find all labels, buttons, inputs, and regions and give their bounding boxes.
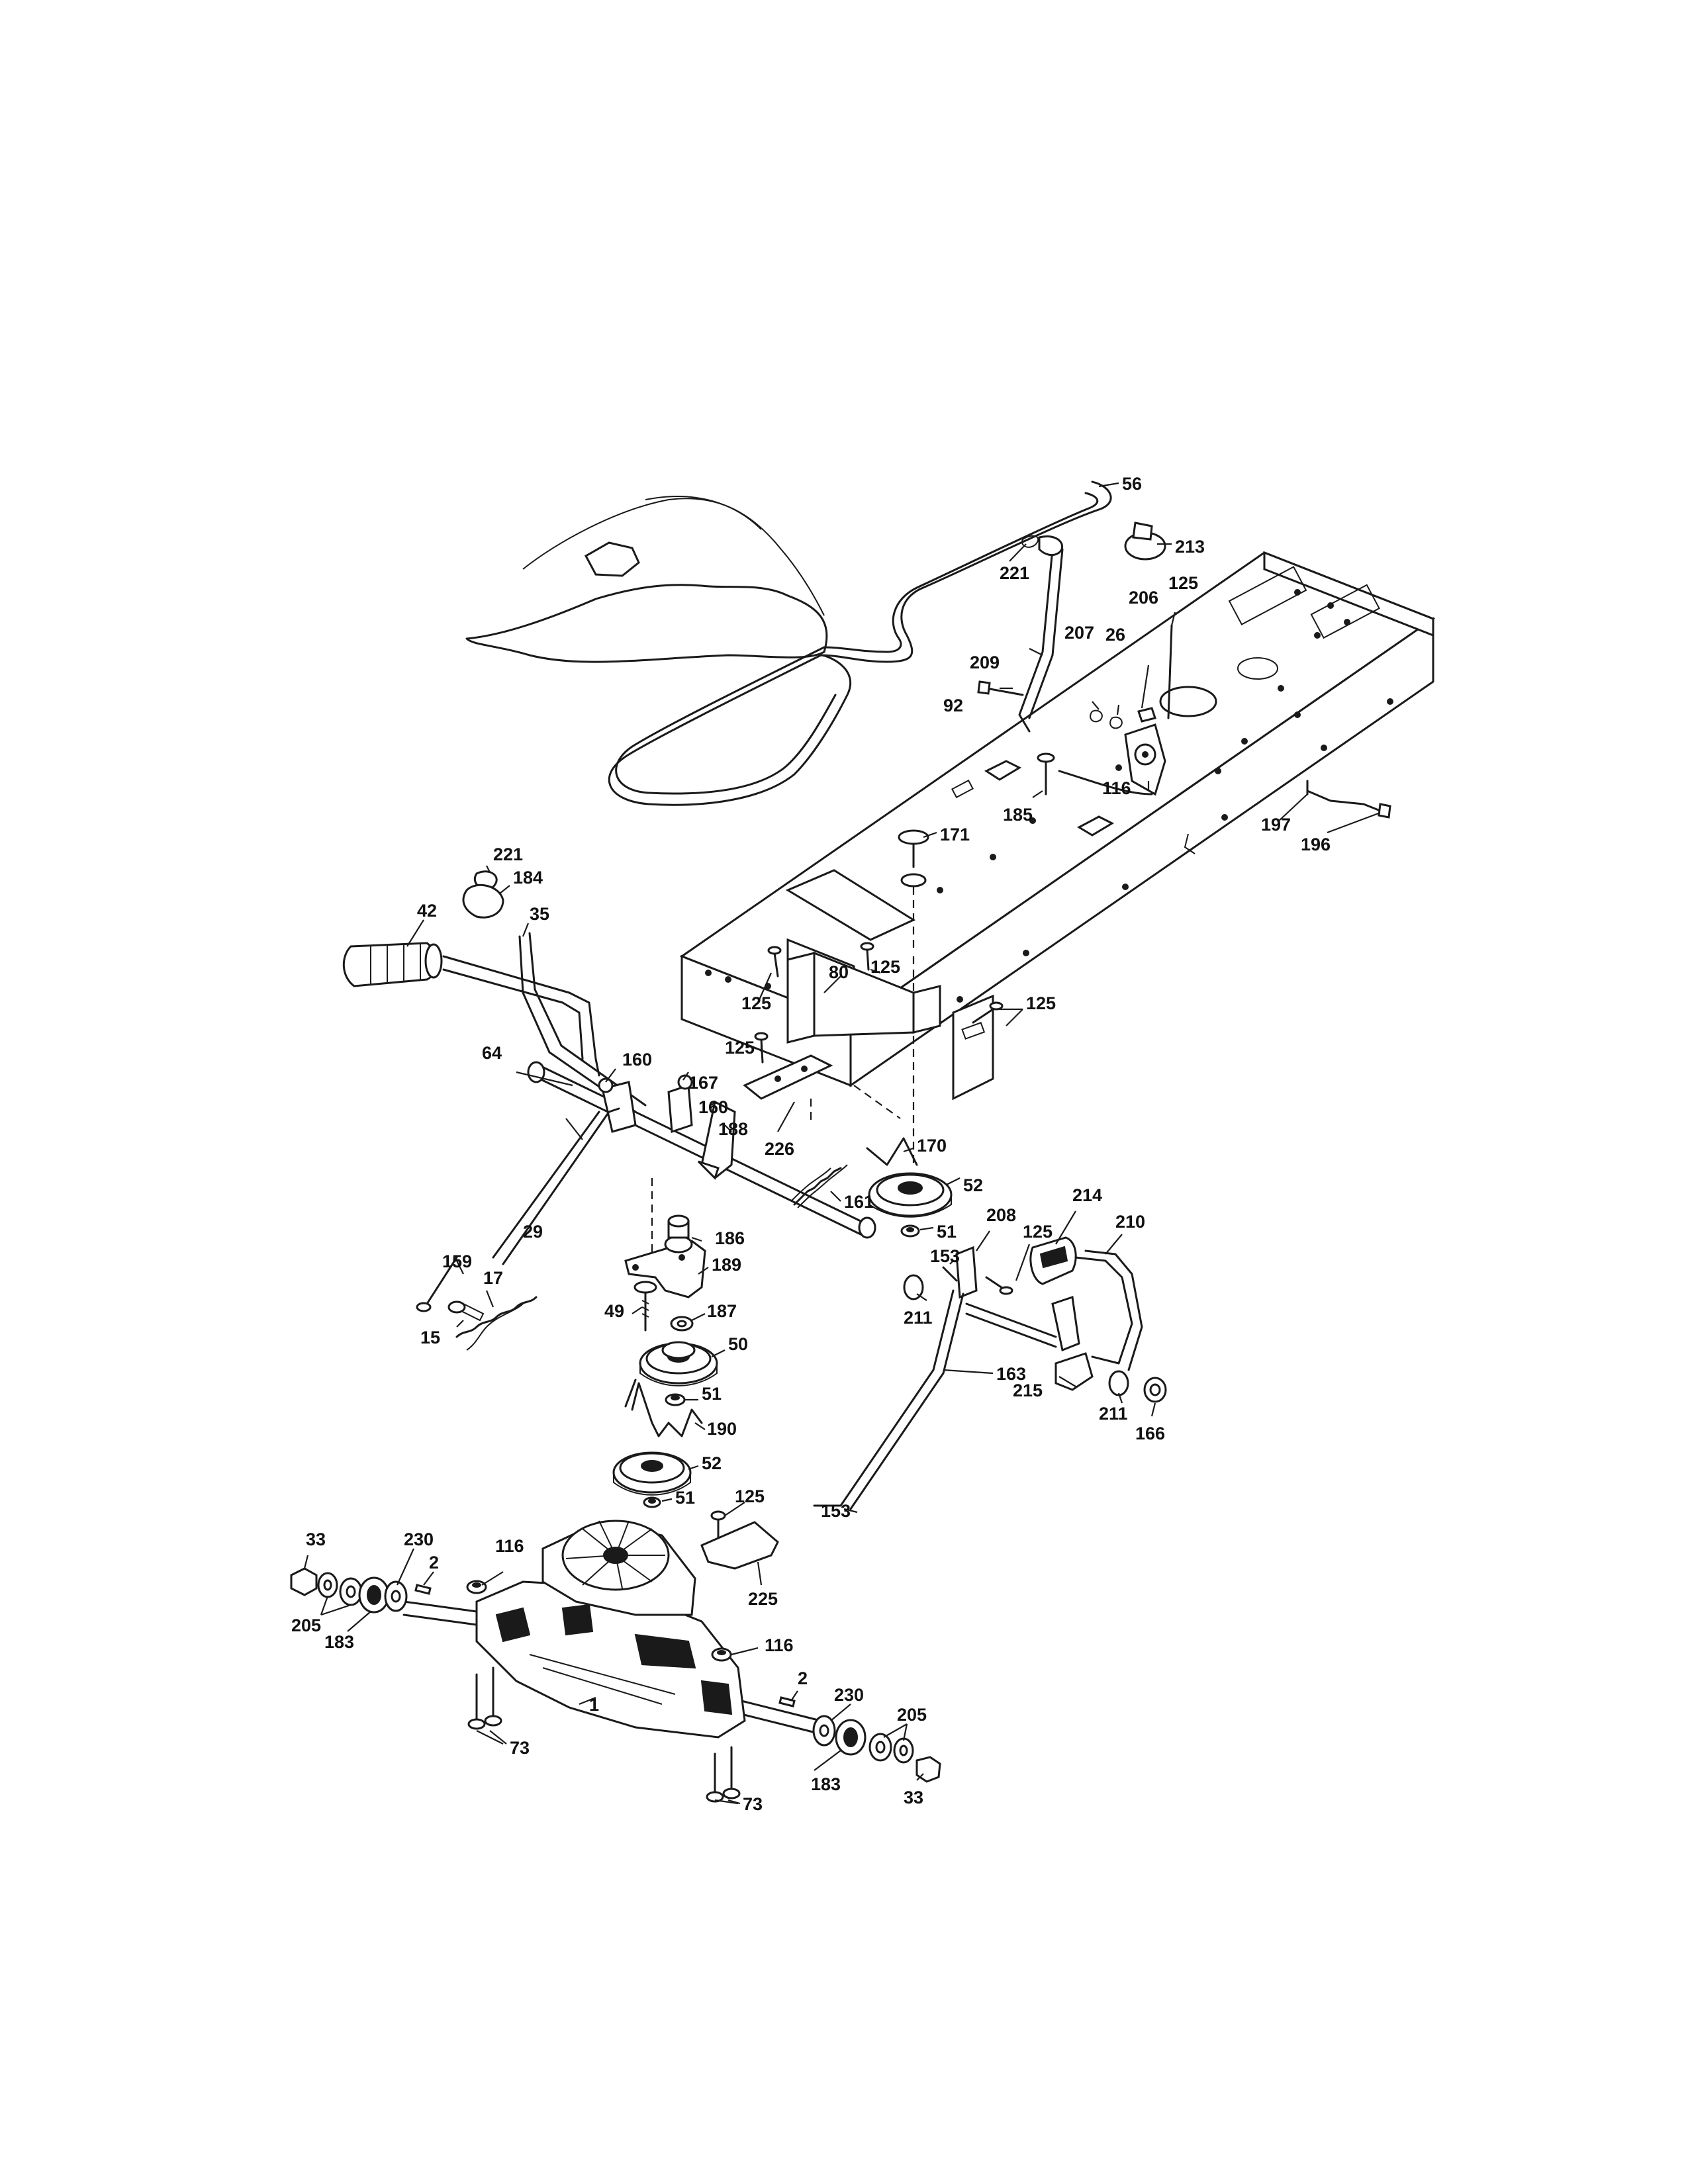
callout-125c: 125 bbox=[870, 957, 900, 977]
callout-73b: 73 bbox=[743, 1794, 763, 1814]
callout-171: 171 bbox=[940, 825, 970, 844]
callout-52b: 52 bbox=[702, 1453, 722, 1473]
callout-26: 26 bbox=[1105, 625, 1125, 645]
transaxle bbox=[402, 1520, 822, 1739]
callout-64: 64 bbox=[482, 1043, 502, 1063]
rear-rod bbox=[1277, 780, 1391, 834]
callout-205b: 205 bbox=[897, 1705, 927, 1725]
bolt-171 bbox=[898, 829, 937, 953]
callout-56: 56 bbox=[1122, 474, 1142, 494]
callout-197: 197 bbox=[1261, 815, 1291, 835]
callout-116b: 116 bbox=[495, 1536, 524, 1556]
front-bracket-80 bbox=[743, 942, 1023, 1132]
callout-186: 186 bbox=[715, 1228, 745, 1248]
mounting-bolts-73 bbox=[467, 1666, 741, 1805]
callout-1: 1 bbox=[589, 1695, 599, 1715]
callout-230: 230 bbox=[404, 1529, 434, 1549]
callout-80: 80 bbox=[829, 962, 849, 982]
callout-52: 52 bbox=[963, 1175, 983, 1195]
lift-lever-assembly bbox=[977, 522, 1176, 798]
callout-230b: 230 bbox=[834, 1685, 864, 1705]
callout-160b: 160 bbox=[698, 1097, 728, 1117]
callout-125: 125 bbox=[1168, 573, 1198, 593]
callout-205: 205 bbox=[291, 1615, 321, 1635]
callout-206: 206 bbox=[1129, 588, 1158, 608]
right-wheel-hardware bbox=[778, 1690, 941, 1783]
callout-211b: 211 bbox=[1099, 1404, 1128, 1424]
callout-160: 160 bbox=[622, 1050, 652, 1069]
brake-pedal-assembly bbox=[813, 1210, 1167, 1514]
callout-196: 196 bbox=[1301, 835, 1331, 854]
pedal-assembly bbox=[342, 865, 876, 1265]
callout-29: 29 bbox=[523, 1222, 543, 1242]
callout-15: 15 bbox=[420, 1328, 440, 1347]
callout-226: 226 bbox=[765, 1139, 794, 1159]
callout-208: 208 bbox=[986, 1205, 1016, 1225]
upper-pulley-52 bbox=[790, 956, 961, 1238]
callout-50: 50 bbox=[728, 1334, 748, 1354]
callout-153b: 153 bbox=[821, 1501, 851, 1521]
callout-125g: 125 bbox=[735, 1486, 765, 1506]
callout-187: 187 bbox=[707, 1301, 737, 1321]
callout-170: 170 bbox=[917, 1136, 947, 1156]
callout-116c: 116 bbox=[765, 1635, 794, 1655]
main-frame bbox=[679, 551, 1436, 1087]
callout-184: 184 bbox=[513, 868, 543, 887]
callout-166: 166 bbox=[1135, 1424, 1165, 1443]
callout-185: 185 bbox=[1003, 805, 1033, 825]
callout-188: 188 bbox=[718, 1119, 748, 1139]
callout-163: 163 bbox=[996, 1364, 1026, 1384]
callout-125d: 125 bbox=[1026, 993, 1056, 1013]
callout-183: 183 bbox=[324, 1632, 354, 1652]
callout-35: 35 bbox=[530, 904, 549, 924]
callout-17: 17 bbox=[483, 1268, 503, 1288]
callout-215: 215 bbox=[1013, 1381, 1043, 1400]
pulley-stack bbox=[612, 1341, 726, 1508]
callout-116: 116 bbox=[1102, 778, 1131, 798]
callout-225: 225 bbox=[748, 1589, 778, 1609]
callout-51b: 51 bbox=[702, 1384, 722, 1404]
callout-33b: 33 bbox=[904, 1788, 923, 1807]
callout-207: 207 bbox=[1064, 623, 1094, 643]
callout-167: 167 bbox=[688, 1073, 718, 1093]
callout-125b: 125 bbox=[741, 993, 771, 1013]
callout-2: 2 bbox=[429, 1553, 439, 1572]
callout-211: 211 bbox=[904, 1308, 933, 1328]
callout-221: 221 bbox=[1000, 563, 1029, 583]
callout-labels: 56 213 221 125 206 207 26 209 92 116 185… bbox=[291, 474, 1331, 1814]
callout-125f: 125 bbox=[1023, 1222, 1053, 1242]
callout-49: 49 bbox=[604, 1301, 624, 1321]
callout-183b: 183 bbox=[811, 1774, 841, 1794]
callout-125e: 125 bbox=[725, 1038, 755, 1058]
engine-deck-outline bbox=[465, 496, 828, 663]
callout-153: 153 bbox=[930, 1246, 960, 1266]
callout-213: 213 bbox=[1175, 537, 1205, 557]
springs-159-17-15 bbox=[416, 1256, 538, 1351]
callout-210: 210 bbox=[1115, 1212, 1145, 1232]
callout-209: 209 bbox=[970, 653, 1000, 672]
callout-42: 42 bbox=[417, 901, 437, 921]
callout-51: 51 bbox=[937, 1222, 957, 1242]
callout-73: 73 bbox=[510, 1738, 530, 1758]
callout-221b: 221 bbox=[493, 844, 523, 864]
callout-2b: 2 bbox=[798, 1668, 808, 1688]
callout-214: 214 bbox=[1072, 1185, 1102, 1205]
left-wheel-hardware bbox=[290, 1548, 434, 1632]
drive-belt bbox=[608, 480, 1119, 806]
bracket-225 bbox=[700, 1502, 779, 1586]
callout-159: 159 bbox=[442, 1251, 472, 1271]
callout-92: 92 bbox=[943, 696, 963, 715]
callout-189: 189 bbox=[712, 1255, 741, 1275]
callout-51c: 51 bbox=[675, 1488, 695, 1508]
callout-161: 161 bbox=[844, 1192, 874, 1212]
idler-arm-assembly bbox=[624, 1178, 709, 1332]
callout-190: 190 bbox=[707, 1419, 737, 1439]
callout-33: 33 bbox=[306, 1529, 326, 1549]
